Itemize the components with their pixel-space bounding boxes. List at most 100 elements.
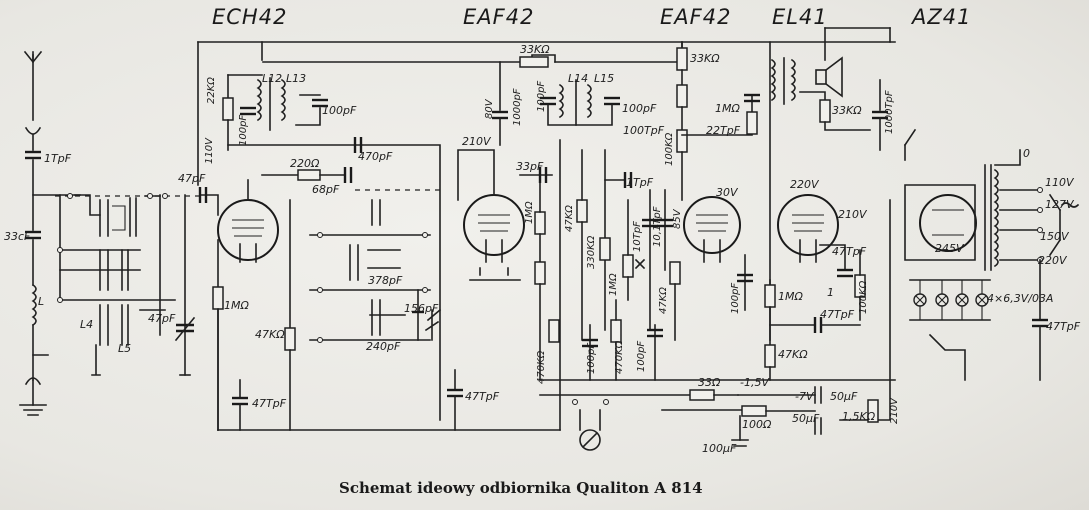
label-47k-eaf: 47KΩ	[564, 205, 575, 232]
label-100pf-c: 100pF	[586, 343, 597, 374]
label-47k-el: 47KΩ	[778, 348, 808, 361]
label-mains-127: 127V	[1045, 198, 1075, 211]
label-1meg-eaf2: 1MΩ	[715, 102, 740, 115]
label-15k: 1,5KΩ	[842, 410, 876, 423]
label-470pf: 470pF	[358, 150, 393, 163]
label-156pf: 156pF	[404, 302, 439, 315]
tube-label-eaf42-2: EAF42	[660, 5, 731, 29]
label-one: 1	[827, 286, 834, 299]
label-50uf-a: 50μF	[830, 390, 858, 403]
label-m7: -7V	[795, 390, 815, 403]
eaf42-tube-1	[463, 194, 525, 256]
label-220v: 220V	[790, 178, 820, 191]
label-210v-el41: 210V	[838, 208, 868, 221]
power-supply: 245V 0 110V 127V 150V 220V	[689, 147, 1081, 455]
ac-mains-icon	[1060, 202, 1080, 208]
el41-tube	[777, 194, 839, 256]
label-mains-150: 150V	[1040, 230, 1070, 243]
label-1meg-vol: 1MΩ	[608, 273, 619, 296]
label-240pf: 240pF	[366, 340, 401, 353]
label-33pf: 33pF	[516, 160, 544, 173]
label-47tpf-a: 47TpF	[252, 397, 287, 410]
eaf42-tube-2	[683, 196, 741, 254]
label-l4: L4	[80, 318, 93, 331]
ech42-stage: 47pF 22KΩ L12 L13 100pF 100pF 110V 470pF…	[178, 72, 500, 431]
label-100pf-l14: 100pF	[536, 81, 547, 112]
ech42-tube	[217, 199, 279, 261]
label-l12: L12	[262, 72, 282, 85]
label-245v: 245V	[935, 242, 965, 255]
label-1000pf: 1000pF	[512, 88, 523, 126]
el41-stage: 220V 210V 33KΩ 1000TpF 47TpF 100KΩ 1 1MΩ	[764, 41, 917, 381]
label-470k-b: 470KΩ	[614, 340, 625, 374]
tube-label-el41: EL41	[772, 5, 828, 29]
eaf42-stage-1: 33KΩ 80V 210V 1000pF L14 L15 100pF 100pF…	[457, 43, 665, 384]
speaker-icon	[824, 56, 843, 98]
label-100pf-b: 100pF	[730, 283, 741, 314]
label-47k-eaf2: 47KΩ	[658, 287, 669, 314]
label-mains-220: 220V	[1038, 254, 1068, 267]
label-47k-ech: 47KΩ	[255, 328, 285, 341]
label-l15: L15	[594, 72, 614, 85]
tube-label-ech42: ECH42	[212, 5, 287, 29]
label-33k-top: 33KΩ	[520, 43, 550, 56]
label-l-ant: L	[38, 295, 44, 308]
label-100pf-l12: 100pF	[238, 115, 249, 146]
label-100pf-d: 100pF	[636, 341, 647, 372]
label-33k-eaf2: 33KΩ	[690, 52, 720, 65]
label-1meg-ech: 1MΩ	[224, 299, 249, 312]
label-l14: L14	[568, 72, 588, 85]
label-50uf-b: 50μF	[792, 412, 820, 425]
label-33k-spk: 33KΩ	[832, 104, 862, 117]
label-22tpf: 22TpF	[706, 124, 741, 137]
az41-tube	[919, 194, 977, 252]
label-100pf-l15: 100pF	[622, 102, 657, 115]
diagram-caption: Schemat ideowy odbiornika Qualiton A 814	[339, 479, 703, 497]
label-470k: 470KΩ	[536, 350, 547, 384]
label-47pf-in: 47pF	[178, 172, 206, 185]
supply-rails	[197, 27, 896, 431]
label-110v: 110V	[204, 137, 215, 164]
electrolytic-cap	[814, 386, 822, 404]
label-33: 33Ω	[698, 376, 721, 389]
tube-label-eaf42-1: EAF42	[463, 5, 534, 29]
label-100k: 100KΩ	[664, 132, 675, 166]
antenna-section: 1TpF 33cF L	[4, 50, 81, 416]
tube-label-az41: AZ41	[910, 5, 971, 29]
label-30v: 30V	[716, 186, 739, 199]
label-l5: L5	[118, 342, 131, 355]
label-33cf: 33cF	[4, 230, 31, 243]
label-l13: L13	[286, 72, 306, 85]
label-m15: -1,5V	[740, 376, 770, 389]
label-47tpf-el: 47TpF	[832, 245, 867, 258]
band-switch-coils: L4 L5 47pF	[55, 193, 200, 376]
label-lamps: 4×6,3V/03A	[987, 292, 1053, 305]
label-1meg-eaf1: 1MΩ	[524, 201, 535, 224]
pickup-jack-icon	[579, 429, 601, 451]
label-220: 220Ω	[290, 157, 320, 170]
label-mains-110: 110V	[1045, 176, 1075, 189]
label-68pf: 68pF	[312, 183, 340, 196]
label-100pf-if1: 100pF	[322, 104, 357, 117]
eaf42-stage-2: 33KΩ 1MΩ 100KΩ 22TpF 30V 1TpF 47KΩ 330KΩ…	[564, 41, 760, 451]
label-10tpf: 10TpF	[632, 221, 643, 252]
label-330k: 330KΩ	[586, 235, 597, 269]
label-1tpf-eaf: 1TpF	[626, 176, 654, 189]
label-378pf: 378pF	[368, 274, 403, 287]
label-100uf: 100μF	[702, 442, 737, 455]
label-mains-0: 0	[1023, 147, 1030, 160]
label-85v: 85V	[672, 208, 683, 229]
label-10-1tpf: 10,1TpF	[652, 206, 663, 247]
label-100k-el: 100KΩ	[858, 280, 869, 314]
label-47tpf-el2: 47TpF	[820, 308, 855, 321]
label-80v: 80V	[484, 98, 495, 119]
dial-lamps	[913, 280, 989, 320]
label-210v-eaf1: 210V	[462, 135, 492, 148]
label-47pf-l: 47pF	[148, 312, 176, 325]
label-1meg-el: 1MΩ	[778, 290, 803, 303]
label-210v-ps: 210V	[889, 397, 900, 424]
label-47tpf-mains: 47TpF	[1046, 320, 1081, 333]
label-22k: 22KΩ	[206, 77, 217, 104]
label-100tpf: 100TpF	[623, 124, 665, 137]
